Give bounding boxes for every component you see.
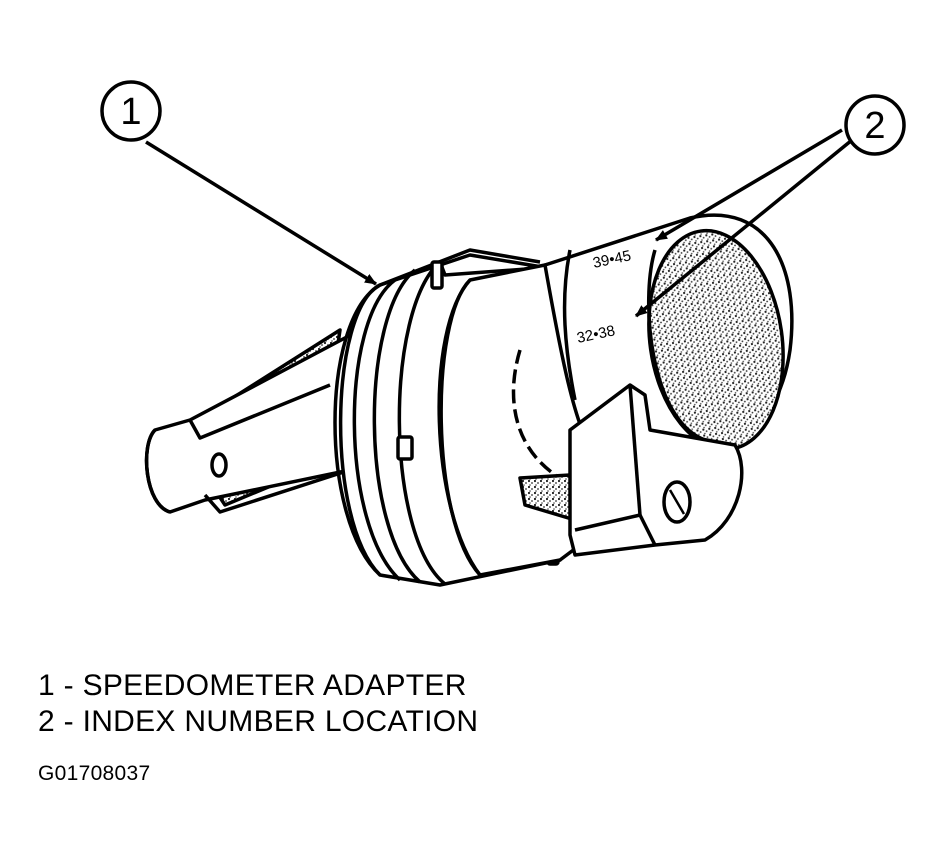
legend-item-number: 1	[38, 669, 55, 702]
legend-item-separator: -	[55, 669, 83, 702]
speedometer-adapter-diagram: 39•45 32•38 1 2	[100, 80, 906, 587]
callout-1-number: 1	[120, 91, 141, 133]
leader-lines	[145, 128, 854, 318]
callout-2-number: 2	[864, 105, 885, 147]
legend-item-number: 2	[38, 705, 55, 738]
legend-item-label: SPEEDOMETER ADAPTER	[82, 669, 467, 702]
index-marks: 39•45 32•38	[575, 247, 632, 347]
pinion-shaft	[144, 328, 362, 514]
legend-item-label: INDEX NUMBER LOCATION	[82, 705, 479, 738]
legend: 1 - SPEEDOMETER ADAPTER 2 - INDEX NUMBER…	[38, 668, 918, 740]
leader-line-2a	[655, 128, 843, 242]
cable-sleeve	[543, 213, 794, 457]
retainer-tab	[568, 383, 744, 557]
figure-code: G01708037	[38, 762, 151, 785]
legend-item-1: 1 - SPEEDOMETER ADAPTER	[38, 668, 918, 704]
adapter-drawing	[144, 213, 794, 587]
leader-line-1	[145, 140, 377, 286]
callout-2: 2	[844, 94, 906, 156]
legend-item-2: 2 - INDEX NUMBER LOCATION	[38, 704, 918, 740]
legend-item-separator: -	[55, 705, 83, 738]
callout-1: 1	[100, 80, 162, 142]
leader-line-2b	[634, 138, 854, 318]
